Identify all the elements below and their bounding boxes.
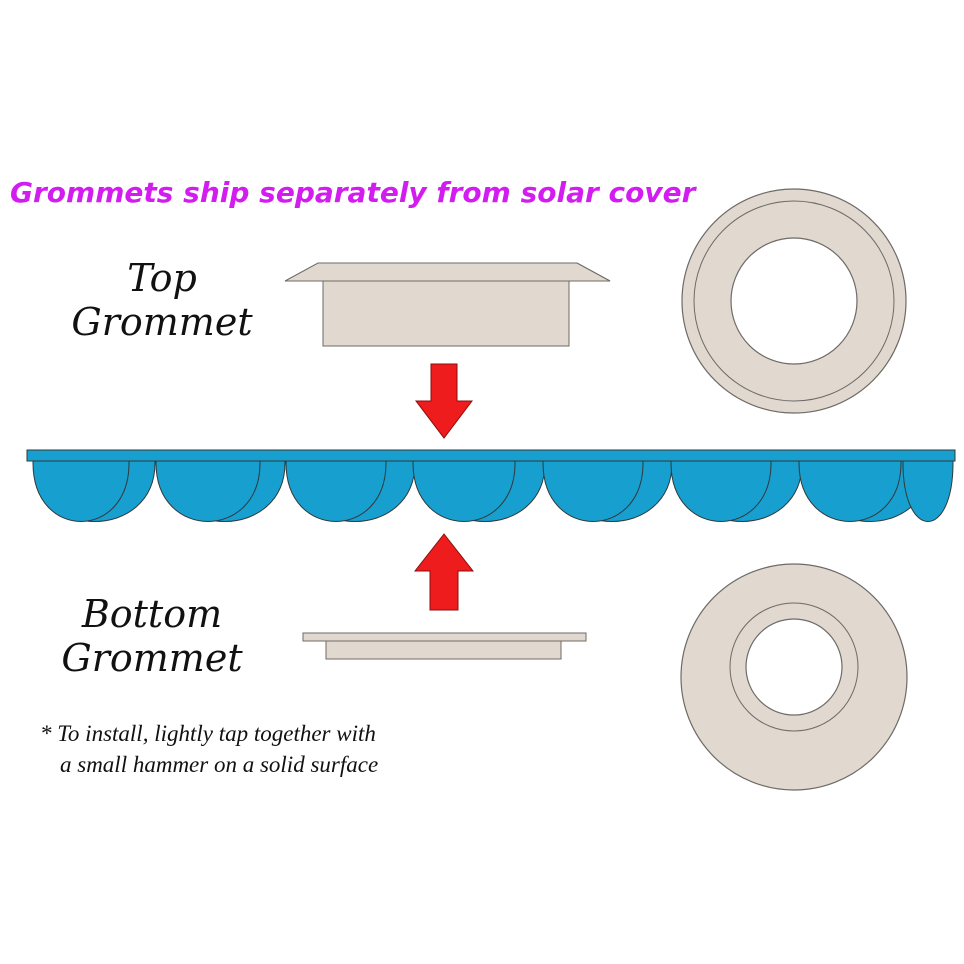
cover-bubble-front: [155, 460, 261, 522]
top-grommet-label-line2: Grommet: [71, 300, 253, 344]
cover-bubble-front: [798, 460, 902, 522]
top-grommet-label-line1: Top: [127, 256, 197, 300]
cover-bubble-front: [285, 460, 387, 522]
solar-cover-sheet: [26, 449, 956, 462]
solar-cover-front-bubbles: [32, 460, 954, 522]
bottom-grommet-side-view: [302, 632, 587, 660]
top-grommet-side-view: [284, 262, 611, 347]
solar-cover: [26, 449, 956, 522]
install-note-line1: * To install, lightly tap together with: [40, 721, 376, 746]
cover-bubble-front: [670, 460, 772, 522]
install-note-line2: a small hammer on a solid surface: [60, 752, 379, 777]
up-arrow-icon: [413, 533, 475, 611]
bottom-grommet-label: Bottom Grommet: [52, 592, 252, 680]
cover-bubble-front: [542, 460, 644, 522]
bottom-grommet-label-line2: Grommet: [61, 636, 243, 680]
top-grommet-label: Top Grommet: [62, 256, 262, 344]
bottom-grommet-ring-hole: [745, 618, 843, 716]
top-grommet-body: [322, 280, 570, 347]
top-grommet-ring: [681, 188, 907, 414]
bottom-grommet-label-line1: Bottom: [81, 592, 223, 636]
bottom-grommet-flange: [302, 632, 587, 642]
cover-bubble-front: [902, 460, 954, 522]
headline: Grommets ship separately from solar cove…: [10, 176, 696, 209]
down-arrow-icon: [414, 363, 474, 439]
top-grommet-flange-face: [284, 262, 611, 282]
cover-bubble-front: [412, 460, 516, 522]
cover-bubble-front: [32, 460, 130, 522]
bottom-grommet-ring: [680, 563, 908, 791]
top-grommet-ring-hole: [730, 237, 858, 365]
bottom-grommet-body: [325, 640, 562, 660]
install-note: * To install, lightly tap together with …: [40, 718, 378, 780]
